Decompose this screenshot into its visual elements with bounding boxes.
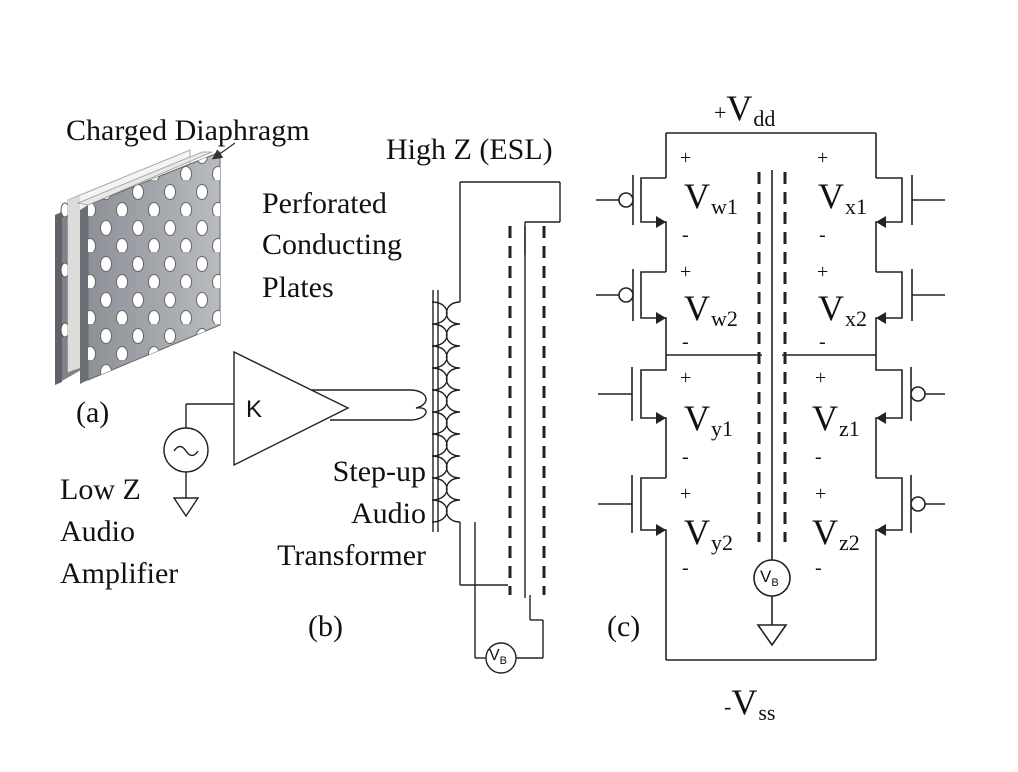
secondary-coil — [445, 301, 461, 523]
minus-sign: - — [815, 557, 822, 579]
panel-a-tag: (a) — [76, 396, 110, 429]
transformer-label-line2: Audio — [351, 497, 426, 530]
plus-sign: + — [680, 367, 692, 389]
esl-plates-b — [508, 226, 546, 595]
amplifier-icon — [233, 350, 350, 467]
transformer-label-line3: Transformer — [277, 539, 426, 572]
transformer-label-line1: Step-up — [332, 455, 426, 488]
node-label-w1: Vw1 — [684, 176, 738, 219]
minus-sign: - — [819, 331, 826, 353]
plus-sign: + — [815, 367, 827, 389]
node-label-y1: Vy1 — [684, 398, 733, 441]
vdd-label: +Vdd — [714, 88, 776, 131]
diaphragm-label: Charged Diaphragm — [66, 114, 310, 147]
plus-sign: + — [817, 147, 829, 169]
diaphragm-pointer-arrow — [211, 142, 236, 160]
node-label-w2: Vw2 — [684, 288, 738, 331]
amp-label-line1: Low Z — [60, 473, 141, 506]
node-label-y2: Vy2 — [684, 512, 733, 555]
transistor-arrows — [656, 216, 886, 536]
plates-label-line1: Perforated — [262, 187, 387, 220]
plates-label-line2: Conducting — [262, 228, 402, 261]
panel-b-tag: (b) — [308, 610, 343, 643]
bias-source-icon-b — [485, 642, 517, 674]
minus-sign: - — [815, 446, 822, 468]
plus-sign: + — [680, 147, 692, 169]
node-label-z2: Vz2 — [812, 512, 860, 555]
panel-c-tag: (c) — [607, 610, 641, 643]
esl-title: High Z (ESL) — [386, 133, 553, 166]
minus-sign: - — [682, 331, 689, 353]
esl-panel-illustration — [55, 142, 236, 385]
minus-sign: - — [682, 224, 689, 246]
minus-sign: - — [682, 446, 689, 468]
panel-c-circuit — [596, 132, 945, 661]
amp-label-line3: Amplifier — [60, 557, 179, 590]
node-label-x2: Vx2 — [818, 288, 867, 331]
plus-sign: + — [680, 261, 692, 283]
amp-label-line2: Audio — [60, 515, 135, 548]
minus-sign: - — [819, 224, 826, 246]
ground-icon-c — [756, 624, 788, 647]
node-label-z1: Vz1 — [812, 398, 860, 441]
plus-sign: + — [815, 483, 827, 505]
amp-gain-label: K — [246, 396, 263, 423]
vss-label: -Vss — [724, 682, 776, 725]
primary-coil — [431, 301, 448, 523]
plus-sign: + — [817, 261, 829, 283]
panel-b-circuit — [163, 181, 561, 674]
minus-sign: - — [682, 557, 689, 579]
bias-label-b: VB — [489, 647, 508, 667]
bias-label-c: VB — [760, 567, 779, 589]
ground-icon — [172, 497, 200, 518]
node-label-x1: Vx1 — [818, 176, 867, 219]
plus-sign: + — [680, 483, 692, 505]
esl-plates-c — [757, 172, 787, 542]
plates-label-line3: Plates — [262, 271, 334, 304]
